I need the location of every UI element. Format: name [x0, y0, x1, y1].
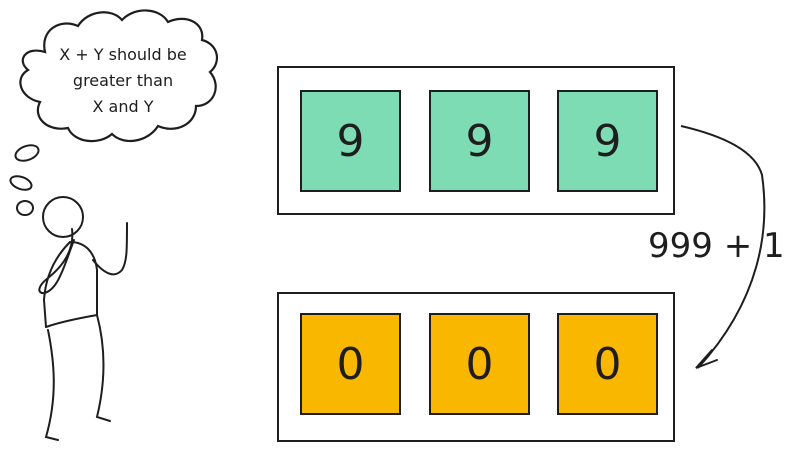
- thought-dot-large: [14, 144, 40, 162]
- top-digit-2: 9: [429, 90, 530, 192]
- thought-line-2: greater than: [72, 71, 174, 90]
- bottom-digit-3: 0: [557, 313, 658, 415]
- bottom-digit-1: 0: [300, 313, 401, 415]
- stick-figure-icon: [38, 196, 128, 441]
- arrow-head-icon: [695, 349, 718, 369]
- thought-cloud-icon: [19, 9, 219, 143]
- arrow-curve: [680, 125, 766, 369]
- thought-dot-small: [16, 200, 34, 216]
- operation-label: 999 + 1: [648, 226, 785, 266]
- thought-line-1: X + Y should be: [59, 45, 187, 64]
- thought-text: X + Y should be greater than X and Y: [28, 42, 218, 120]
- top-digit-3: 9: [557, 90, 658, 192]
- bottom-digit-2: 0: [429, 313, 530, 415]
- thought-dot-medium: [9, 175, 33, 191]
- top-digit-1: 9: [300, 90, 401, 192]
- thought-line-3: X and Y: [92, 97, 154, 116]
